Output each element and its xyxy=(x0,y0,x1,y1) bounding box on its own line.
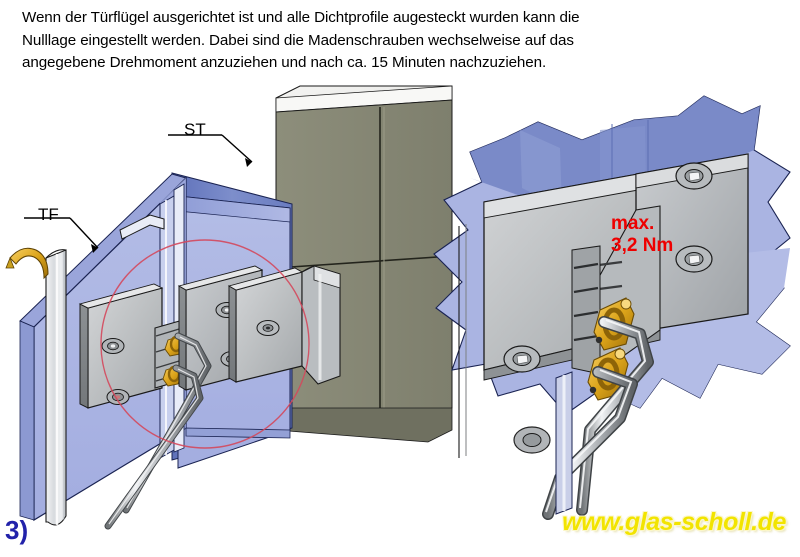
detail-knuckle-slot-lines xyxy=(573,262,599,342)
label-tf: TF xyxy=(38,205,59,224)
leader-st xyxy=(168,134,253,167)
technical-illustration xyxy=(0,78,800,557)
wall-mount-bracket xyxy=(227,265,341,385)
wall-joint-horizontal xyxy=(275,255,453,269)
corner-brass-fitting-body xyxy=(9,247,49,280)
step-number: 3) xyxy=(5,515,29,545)
corner-brass-fitting-tip xyxy=(5,256,15,269)
detail-circle-marker xyxy=(100,239,310,449)
center-joint-clip xyxy=(119,214,165,240)
detail-glass-edge-facet-a xyxy=(520,130,562,208)
instruction-line-2: Nulllage eingestellt werden. Dabei sind … xyxy=(22,31,574,49)
website-watermark: www.glas-scholl.de xyxy=(562,508,786,536)
seal-profile-cap xyxy=(45,249,67,259)
hinge-plate-leaf-face xyxy=(87,287,163,409)
countersunk-screw xyxy=(513,426,551,454)
hinge-plate-leaf-thickness xyxy=(79,303,89,409)
hinge-plate-leaf-top xyxy=(78,283,164,309)
seal-profile xyxy=(45,249,67,526)
wall-body xyxy=(275,99,453,421)
allen-key-lower-highlight xyxy=(108,368,199,525)
countersunk-screw xyxy=(256,320,280,336)
detail-reference-edge xyxy=(458,224,467,458)
assembly-drawing xyxy=(5,85,791,530)
instruction-line-1: Wenn der Türflügel ausgerichtet ist und … xyxy=(22,9,580,26)
wall-mount-bracket-radius xyxy=(301,265,315,273)
instruction-text: Wenn der Türflügel ausgerichtet ist und … xyxy=(22,7,782,75)
label-st: ST xyxy=(184,120,206,139)
allen-key-lower xyxy=(104,364,204,530)
torque-value: 3,2 Nm xyxy=(611,235,674,256)
detail-burst-view xyxy=(433,95,791,520)
allen-key-upper-highlight xyxy=(126,336,207,509)
hinge-plate-panel-top xyxy=(177,265,264,291)
torque-specification: max. 3,2 Nm xyxy=(611,213,673,257)
instruction-line-3: angegebene Drehmoment anzuziehen und nac… xyxy=(22,54,547,71)
wall-mount-bracket-thickness xyxy=(228,285,237,383)
torque-prefix: max. xyxy=(611,213,655,234)
countersunk-screw xyxy=(675,162,713,190)
leader-tf xyxy=(24,217,99,253)
door-leaf-thickness xyxy=(19,320,35,521)
wall-mount-bracket-leg-top xyxy=(313,265,341,289)
countersunk-screw xyxy=(106,389,130,405)
countersunk-screw xyxy=(101,338,125,354)
countersunk-screw xyxy=(675,245,713,273)
wall-frame xyxy=(275,85,453,443)
main-assembly-view xyxy=(5,85,453,530)
hinge-plate-leaf-screws xyxy=(101,338,130,405)
corner-brass-fitting xyxy=(5,247,49,280)
detail-plate-screws xyxy=(503,162,713,454)
hinge-plate-leaf xyxy=(78,283,164,409)
detail-allen-key-lower-highlight xyxy=(545,369,633,513)
side-panel-glass-bottom-edge xyxy=(185,427,291,439)
wall-bottom-shadow xyxy=(275,407,453,443)
detail-seal-profile xyxy=(555,371,573,515)
countersunk-screw xyxy=(503,345,541,373)
